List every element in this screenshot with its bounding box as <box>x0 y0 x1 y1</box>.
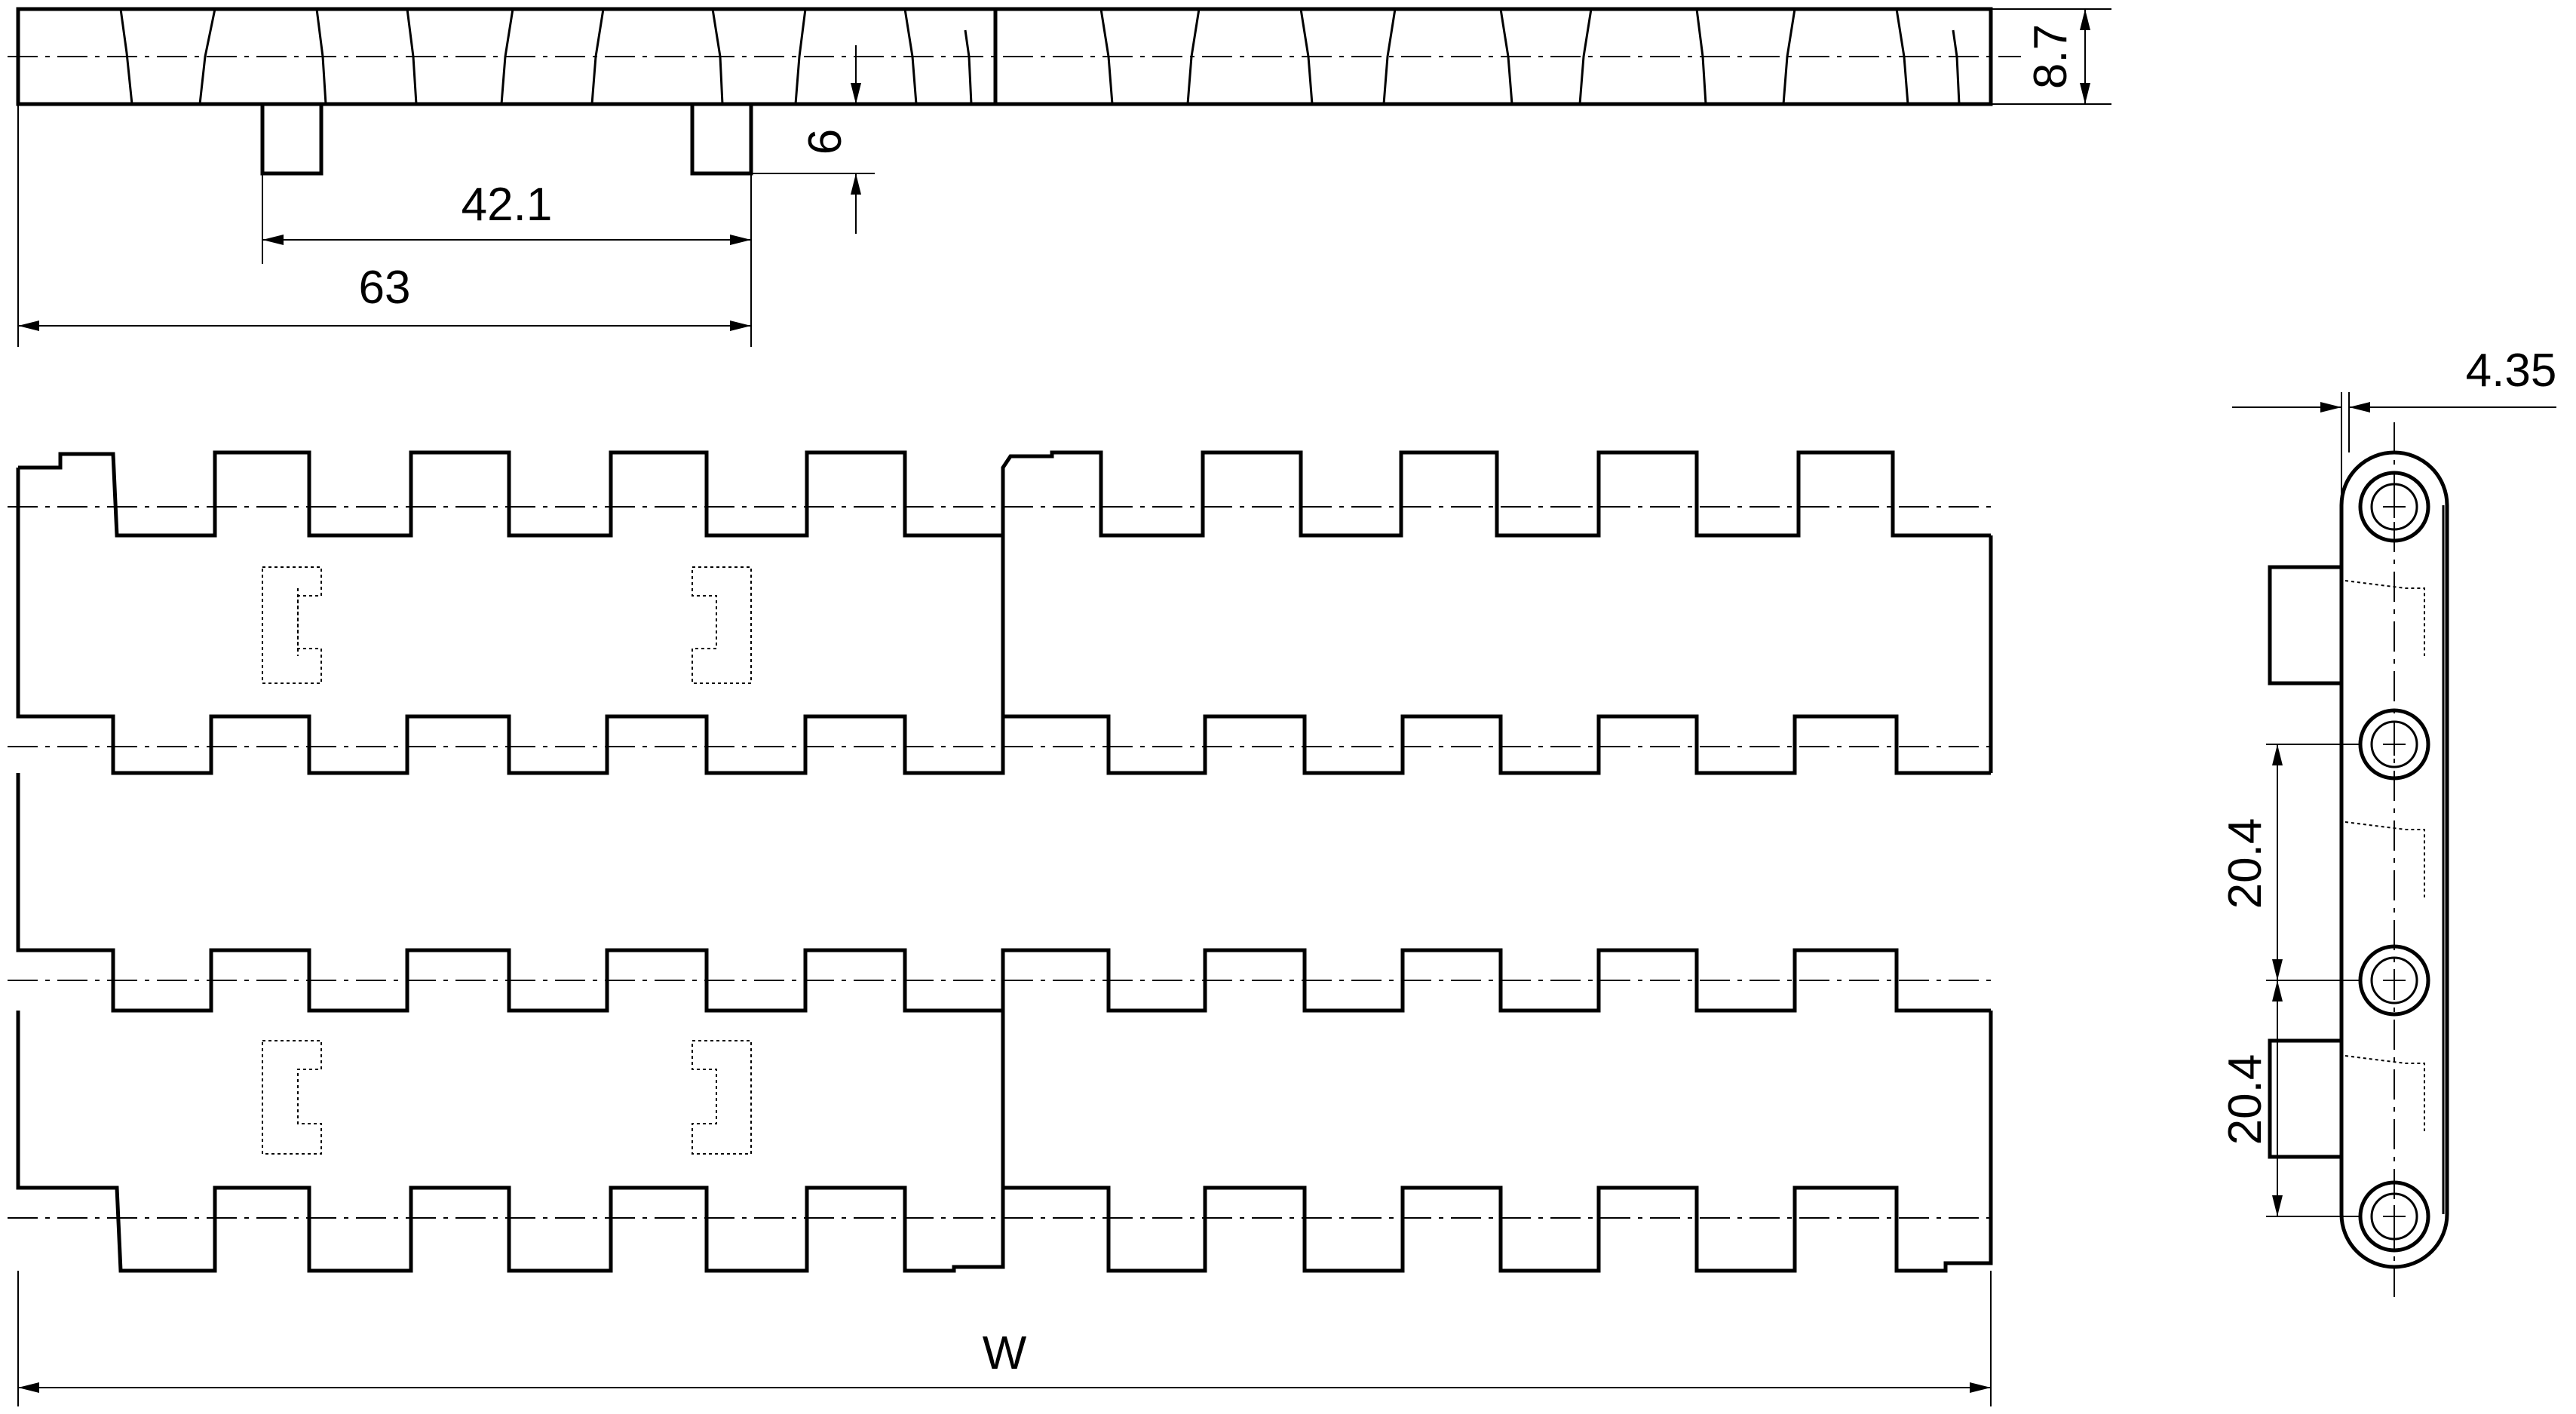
dimension-pitch-upper: 20.4 <box>2219 818 2271 909</box>
dimension-offset: 4.35 <box>2466 345 2557 397</box>
hidden-tab-outline <box>692 1040 752 1155</box>
module-row-1 <box>18 450 1991 538</box>
hold-down-tab-section <box>2268 1038 2344 1159</box>
hold-down-tab <box>260 102 324 176</box>
hidden-tab-outline <box>262 566 322 684</box>
dimension-pitch-lower: 20.4 <box>2219 1054 2271 1146</box>
plan-view: W <box>8 450 1998 1406</box>
dimension-tab-height: 6 <box>799 129 851 155</box>
side-view: 6 8.7 42.1 63 <box>8 7 2111 347</box>
hold-down-tab <box>690 102 753 176</box>
pin-hole <box>2358 471 2430 543</box>
end-view: 4.35 20.4 20.4 <box>2219 345 2556 1297</box>
hidden-tab-outline <box>262 1040 322 1155</box>
dimension-belt-width: W <box>983 1327 1027 1379</box>
hold-down-tab-section <box>2268 565 2344 686</box>
dimension-module-width: 63 <box>359 262 411 314</box>
hidden-tab-outline <box>692 566 752 684</box>
dimension-pitch-offset: 42.1 <box>462 179 553 231</box>
dimension-thickness: 8.7 <box>2025 24 2077 89</box>
